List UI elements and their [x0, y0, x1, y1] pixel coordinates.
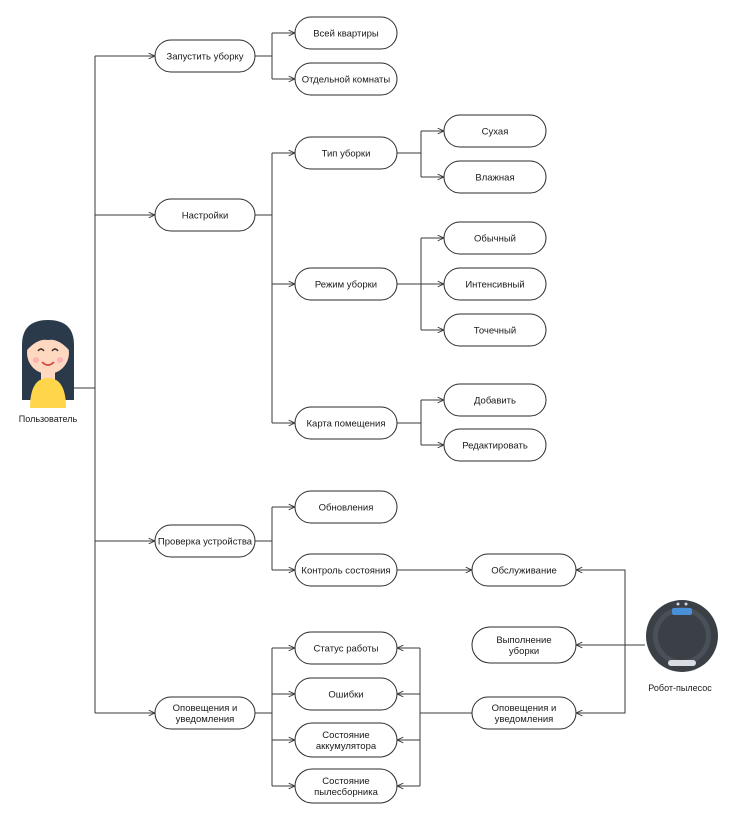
node-label: Влажная: [475, 173, 514, 184]
node-label: Обслуживание: [491, 566, 557, 577]
node-errors: Ошибки: [294, 677, 398, 711]
node-check: Проверка устройства: [154, 524, 256, 558]
node-normal: Обычный: [443, 221, 547, 255]
girl-avatar-icon: [22, 320, 74, 408]
node-edit: Редактировать: [443, 428, 547, 462]
node-label: Ошибки: [328, 690, 363, 701]
node-label: уведомления: [176, 714, 235, 725]
node-label: Выполнение: [496, 635, 551, 646]
node-dry: Сухая: [443, 114, 547, 148]
node-wet: Влажная: [443, 160, 547, 194]
user-label: Пользователь: [19, 414, 78, 424]
node-status: Статус работы: [294, 631, 398, 665]
user-actor: Пользователь: [19, 320, 78, 424]
node-label: Запустить уборку: [166, 52, 243, 63]
node-label: Оповещения и: [492, 703, 557, 714]
connector-lines: [70, 33, 645, 786]
node-rooms: Отдельной комнаты: [294, 62, 398, 96]
node-label: Точечный: [474, 326, 516, 337]
node-label: Обычный: [474, 234, 516, 245]
node-map: Карта помещения: [294, 406, 398, 440]
node-label: Обновления: [319, 503, 374, 514]
node-settings: Настройки: [154, 198, 256, 232]
node-label: Всей квартиры: [313, 29, 379, 40]
node-label: Контроль состояния: [301, 566, 390, 577]
node-label: Состояние: [322, 776, 369, 787]
node-add: Добавить: [443, 383, 547, 417]
node-label: Статус работы: [314, 644, 379, 655]
node-start: Запустить уборку: [154, 39, 256, 73]
node-label: Добавить: [474, 396, 516, 407]
node-label: Оповещения и: [173, 703, 238, 714]
node-spot: Точечный: [443, 313, 547, 347]
node-label: Сухая: [482, 127, 509, 138]
node-type: Тип уборки: [294, 136, 398, 170]
node-control: Контроль состояния: [294, 553, 398, 587]
node-whole: Всей квартиры: [294, 16, 398, 50]
node-mode: Режим уборки: [294, 267, 398, 301]
robot-label: Робот-пылесос: [648, 683, 712, 693]
node-label: Режим уборки: [315, 280, 377, 291]
node-label: Тип уборки: [322, 149, 371, 160]
node-label: Состояние: [322, 730, 369, 741]
node-service: Обслуживание: [471, 553, 577, 587]
robot-vacuum-icon: [646, 600, 718, 672]
node-label: уборки: [509, 646, 539, 657]
node-label: уведомления: [495, 714, 554, 725]
node-label: Настройки: [182, 211, 229, 222]
robot-actor: Робот-пылесос: [646, 600, 718, 693]
node-label: Отдельной комнаты: [302, 75, 391, 86]
node-updates: Обновления: [294, 490, 398, 524]
node-intense: Интенсивный: [443, 267, 547, 301]
node-label: Редактировать: [462, 441, 528, 452]
node-label: Проверка устройства: [158, 537, 253, 548]
node-label: Интенсивный: [465, 280, 524, 291]
node-label: Карта помещения: [307, 419, 386, 430]
node-label: пылесборника: [314, 787, 378, 798]
node-label: аккумулятора: [316, 741, 377, 752]
